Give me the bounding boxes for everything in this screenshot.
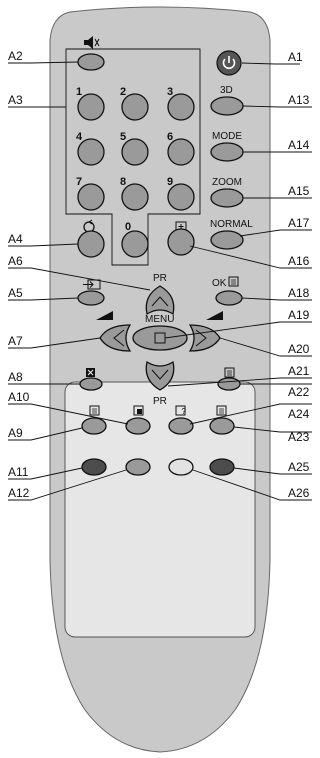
volume-right-chevron-icon <box>195 329 207 347</box>
key-7-label: 7 <box>76 176 82 188</box>
key-3[interactable] <box>167 93 195 121</box>
menu-button[interactable] <box>132 325 188 351</box>
pr-up-chevron-icon <box>151 296 169 307</box>
leader-lines <box>8 61 312 501</box>
key-7[interactable] <box>77 183 105 211</box>
ok-list-icon <box>228 276 239 287</box>
recall-button[interactable] <box>77 230 105 258</box>
number-keys: 1 2 3 4 5 6 7 8 9 0 <box>76 86 195 258</box>
zoom-label: ZOOM <box>212 177 242 188</box>
key-0-label: 0 <box>125 221 131 233</box>
label-a20: A20 <box>288 342 310 356</box>
ok-list-button[interactable] <box>215 290 243 306</box>
teletext-index-icon <box>89 405 100 416</box>
label-a3: A3 <box>8 93 23 107</box>
label-a15: A15 <box>288 184 310 198</box>
numpad-outline <box>65 48 201 266</box>
key-2-label: 2 <box>120 86 126 98</box>
mute-icon <box>84 36 100 49</box>
teletext-mix-button[interactable] <box>79 377 103 391</box>
teletext-size-button[interactable] <box>209 417 235 435</box>
label-a2: A2 <box>8 49 23 63</box>
volume-left-chevron-icon <box>113 329 125 347</box>
color-key-blue[interactable] <box>209 458 235 476</box>
key-8[interactable] <box>121 183 149 211</box>
key-3-label: 3 <box>167 86 173 98</box>
svg-text:?: ? <box>182 407 187 416</box>
color-key-yellow[interactable] <box>168 458 194 476</box>
ok-label: OK <box>212 278 227 289</box>
key-8-label: 8 <box>120 176 126 188</box>
color-key-red[interactable] <box>81 458 107 476</box>
pr-up-label: PR <box>153 273 167 284</box>
label-a24: A24 <box>288 407 310 421</box>
key-2[interactable] <box>121 93 149 121</box>
teletext-index-button[interactable] <box>81 417 107 435</box>
label-a12: A12 <box>8 486 30 500</box>
zoom-button[interactable] <box>210 188 244 208</box>
label-a23: A23 <box>288 430 310 444</box>
volume-icon <box>206 311 223 320</box>
teletext-mix-icon <box>86 368 95 377</box>
key-5[interactable] <box>121 138 149 166</box>
mute-button[interactable] <box>77 53 105 71</box>
teletext-button[interactable] <box>217 377 241 391</box>
mode-label: MODE <box>212 131 242 142</box>
pr-down-label: PR <box>153 396 167 407</box>
teletext-reveal-button[interactable] <box>168 417 194 435</box>
key-5-label: 5 <box>120 131 126 143</box>
label-a26: A26 <box>288 486 310 500</box>
label-a7: A7 <box>8 334 23 348</box>
teletext-hold-button[interactable] <box>125 417 151 435</box>
input-button[interactable] <box>77 290 105 306</box>
label-a5: A5 <box>8 286 23 300</box>
label-a18: A18 <box>288 286 310 300</box>
label-a1: A1 <box>288 50 303 64</box>
key-1-label: 1 <box>76 86 82 98</box>
label-a16: A16 <box>288 254 310 268</box>
label-a17: A17 <box>288 216 310 230</box>
label-a8: A8 <box>8 370 23 384</box>
label-a21: A21 <box>288 364 310 378</box>
key-9[interactable] <box>167 183 195 211</box>
key-6[interactable] <box>167 138 195 166</box>
pr-up-button[interactable] <box>145 285 175 316</box>
key-1[interactable] <box>77 93 105 121</box>
key-9-label: 9 <box>167 176 173 188</box>
label-a25: A25 <box>288 460 310 474</box>
mode-button[interactable] <box>210 142 244 162</box>
label-a6: A6 <box>8 254 23 268</box>
pip-button[interactable] <box>167 228 195 256</box>
power-icon <box>222 56 236 70</box>
pr-down-chevron-icon <box>151 369 169 380</box>
key-4-label: 4 <box>76 131 83 143</box>
label-a14: A14 <box>288 138 310 152</box>
pr-down-button[interactable] <box>145 360 175 391</box>
key-6-label: 6 <box>167 131 173 143</box>
label-a19: A19 <box>288 308 310 322</box>
three-d-label: 3D <box>220 85 233 96</box>
teletext-size-icon <box>216 405 227 416</box>
callout-labels: A1 A2 A3 A4 A6 A5 A7 A8 A10 A9 A11 A12 A… <box>8 49 310 500</box>
menu-label: MENU <box>145 314 174 325</box>
key-4[interactable] <box>77 138 105 166</box>
teletext-icon <box>224 367 235 378</box>
label-a4: A4 <box>8 232 23 246</box>
label-a13: A13 <box>288 93 310 107</box>
teletext-reveal-icon: ? <box>175 405 187 416</box>
three-d-button[interactable] <box>210 96 244 116</box>
label-a9: A9 <box>8 426 23 440</box>
teletext-hold-icon <box>133 405 144 416</box>
label-a10: A10 <box>8 390 30 404</box>
label-a22: A22 <box>288 385 310 399</box>
normal-button[interactable] <box>210 230 244 250</box>
volume-icon <box>96 311 113 320</box>
normal-label: NORMAL <box>210 219 253 230</box>
label-a11: A11 <box>8 465 29 479</box>
color-key-green[interactable] <box>125 458 151 476</box>
key-0[interactable] <box>121 230 149 258</box>
